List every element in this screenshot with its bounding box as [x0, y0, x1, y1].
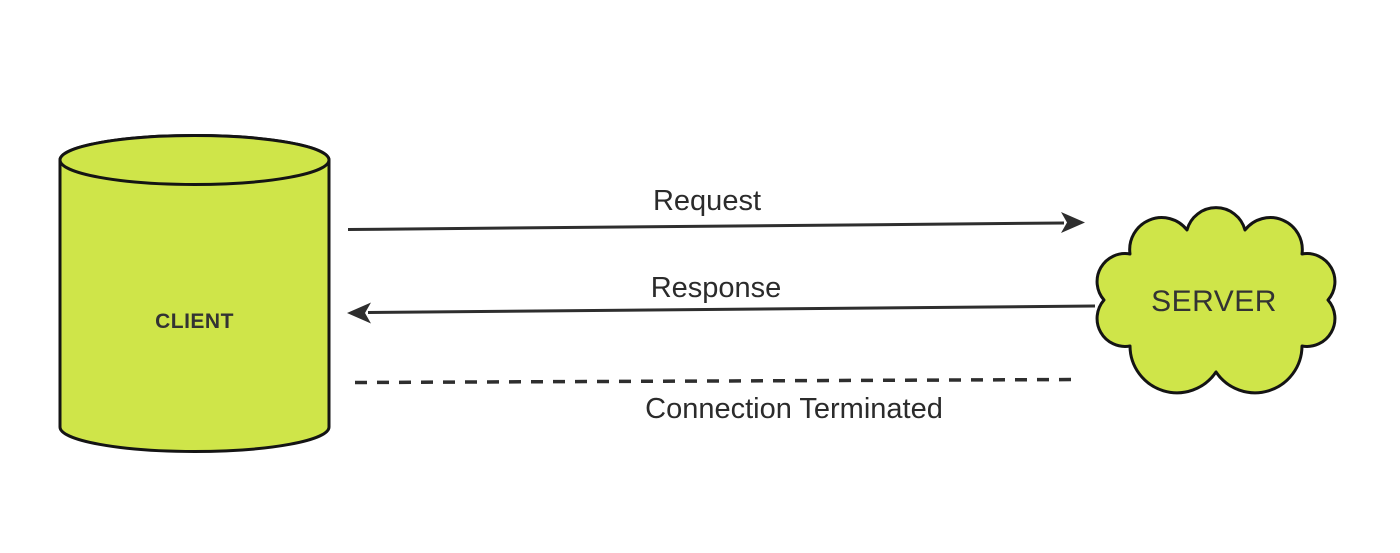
client-node: CLIENT	[58, 134, 331, 453]
response-arrow-line	[367, 304, 1096, 314]
client-cylinder-top	[58, 134, 331, 186]
response-message: Response	[347, 272, 1096, 324]
server-node: SERVER	[1095, 206, 1337, 395]
response-arrowhead	[347, 302, 371, 324]
client-label: CLIENT	[155, 310, 234, 333]
termination-dashed-line	[354, 377, 1076, 385]
request-label: Request	[653, 185, 761, 217]
response-label: Response	[651, 272, 782, 304]
request-message: Request	[347, 185, 1085, 233]
termination-label: Connection Terminated	[645, 393, 943, 425]
server-label: SERVER	[1151, 285, 1277, 318]
server-cloud	[1095, 206, 1337, 395]
request-arrow-line	[347, 221, 1065, 231]
termination-message: Connection Terminated	[354, 377, 1076, 425]
request-arrowhead	[1061, 212, 1085, 233]
